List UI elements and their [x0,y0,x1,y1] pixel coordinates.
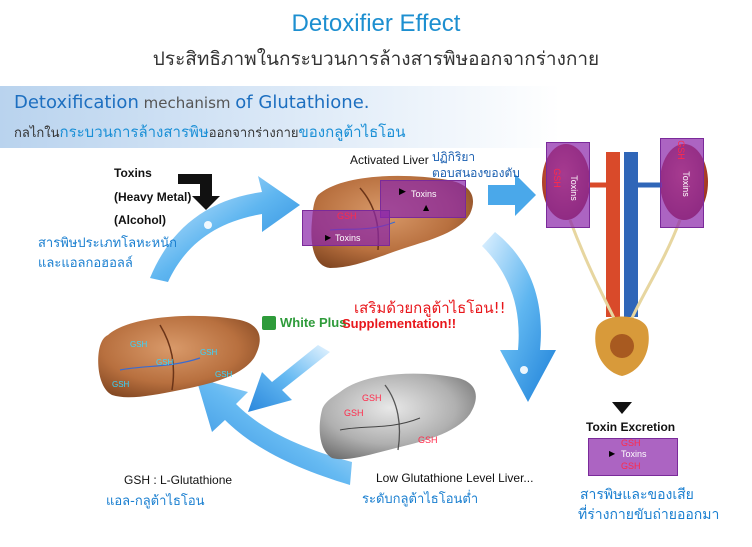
supplemented-liver [98,315,260,398]
activated-liver-label: Activated Liver [350,153,429,167]
arrow-up-icon: ▲ [423,203,430,212]
liver-reaction-th-line1: ปฏิกิริยา [432,150,476,164]
toxin-box-kidney-right: Toxins GSH [660,138,704,228]
mech-en-3: of Glutathione. [235,92,370,113]
supplement-th: เสริมด้วยกลูต้าไธโอน!! [354,299,506,317]
arrow-low-to-supplement [196,378,352,485]
gsh-mark-low: GSH [362,393,382,403]
toxins-th-line1: สารพิษประเภทโลหะหนัก [38,236,177,251]
supplement-en: Supplementation!! [342,316,457,331]
white-plus-brand: White Plus [280,315,347,330]
toxin-excretion-label: Toxin Excretion [586,420,676,434]
gsh-definition-th: แอล-กลูต้าไธโอน [106,494,205,509]
gsh-mark: GSH [130,340,148,349]
gsh-mark: GSH [156,358,174,367]
toxin-box-kidney-left: Toxins GSH [546,142,590,228]
mechanism-banner [0,86,560,148]
toxin-box-excretion: GSH Toxins GSH ▶ [588,438,678,476]
heavy-metal-label: (Heavy Metal) [114,190,192,204]
toxin-text: Toxins [621,449,647,459]
low-glutathione-liver [319,373,476,460]
arrow-right-icon: ▶ [399,187,406,197]
mech-th-1: กลไกใน [14,126,60,141]
toxin-box-liver-lower: GSH Toxins ▶ [302,210,390,246]
bent-arrow-toxins [178,174,220,210]
page-subtitle: ประสิทธิภาพในกระบวนการล้างสารพิษออกจากร่… [152,48,600,70]
toxin-box-liver-upper: Toxins ▶ ▲ [380,180,466,218]
gsh-text: GSH [621,438,641,448]
gsh-text: GSH [337,211,357,221]
gsh-mark-low: GSH [344,408,364,418]
gsh-text: GSH [551,168,562,188]
arrow-right-icon: ▶ [325,233,332,242]
mechanism-title-en: Detoxification mechanism of Glutathione. [14,92,370,113]
arrow-supplement [248,345,330,412]
gsh-text: GSH [621,461,641,471]
gsh-mark: GSH [215,370,233,379]
mechanism-title-th: กลไกในกระบวนการล้างสารพิษออกจากร่างกายขอ… [14,120,406,144]
alcohol-label: (Alcohol) [114,213,166,227]
toxin-text: Toxins [568,175,579,201]
arrow-toxins-to-liver [150,176,300,282]
toxin-text: Toxins [680,171,691,197]
gsh-mark: GSH [200,348,218,357]
toxin-text: Toxins [411,189,437,199]
mech-en-2: mechanism [138,94,236,112]
low-liver-th: ระดับกลูต้าไธโอนต่ำ [362,492,479,507]
mech-th-3: ออกจากร่างกาย [208,126,299,141]
excretion-th-line1: สารพิษและของเสีย [580,487,694,503]
gsh-text: GSH [675,140,686,160]
arrow-to-kidneys [488,174,536,216]
mech-th-4: ของกลูต้าไธโอน [298,123,406,141]
gsh-mark: GSH [112,380,130,389]
liver-reaction-th-line2: ตอบสนองของตับ [432,166,520,180]
white-plus-logo-icon [262,316,276,330]
mech-th-2: กระบวนการล้างสารพิษ [59,123,209,141]
toxins-label: Toxins [114,166,152,180]
gsh-definition-en: GSH : L-Glutathione [124,473,233,487]
excretion-arrow [612,402,632,414]
toxins-th-line2: และแอลกอฮอลล์ [38,256,133,271]
excretion-th-line2: ที่ร่างกายขับถ่ายออกมา [578,507,720,523]
arrow-liver-to-low [482,232,556,402]
arrow-right-icon: ▶ [609,449,616,458]
mech-en-1: Detoxification [14,92,139,113]
low-liver-en: Low Glutathione Level Liver... [376,471,534,485]
page-title: Detoxifier Effect [291,10,461,37]
toxin-text: Toxins [335,233,361,243]
gsh-mark-low: GSH [418,435,438,445]
